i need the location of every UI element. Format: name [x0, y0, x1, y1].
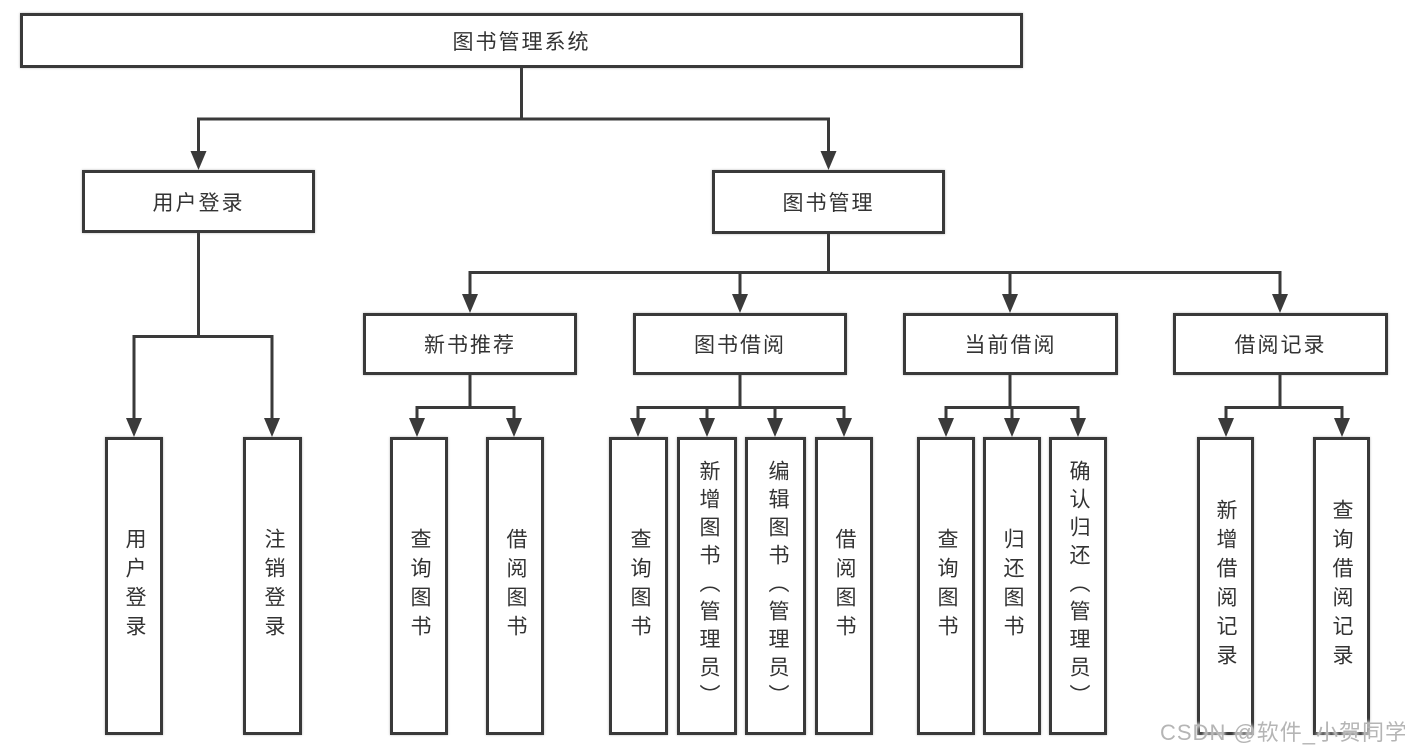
leaf-query-books-borrow: 查询图书: [609, 437, 668, 735]
leaf-query-books-recommend: 查询图书: [390, 437, 448, 735]
arrowhead: [1002, 294, 1018, 313]
leaf-query-books-current: 查询图书: [917, 437, 975, 735]
arrowhead: [699, 418, 715, 437]
arrowhead: [462, 294, 478, 313]
node-new-book-recommend: 新书推荐: [363, 313, 577, 375]
arrowhead: [1334, 418, 1350, 437]
leaf-user-login: 用户登录: [105, 437, 163, 735]
leaf-borrow-books-recommend: 借阅图书: [486, 437, 544, 735]
leaf-logout-login: 注销登录: [243, 437, 302, 735]
node-borrow-records: 借阅记录: [1173, 313, 1388, 375]
node-root-system: 图书管理系统: [20, 13, 1023, 68]
node-book-borrow: 图书借阅: [633, 313, 847, 375]
node-book-management: 图书管理: [712, 170, 945, 234]
connector-new-book: [415, 375, 516, 420]
leaf-edit-books-admin: 编辑图书（管理员）: [745, 437, 806, 735]
node-current-borrow: 当前借阅: [903, 313, 1118, 375]
leaf-add-borrow-record: 新增借阅记录: [1197, 437, 1254, 735]
arrowhead: [836, 418, 852, 437]
connector-current-borrow: [944, 375, 1080, 420]
leaf-confirm-return-admin: 确认归还（管理员）: [1049, 437, 1107, 735]
connector-book-borrow: [636, 375, 846, 420]
leaf-borrow-books: 借阅图书: [815, 437, 873, 735]
arrowhead: [190, 151, 207, 170]
arrowhead: [1070, 418, 1086, 437]
connector-borrow-records: [1224, 375, 1344, 420]
arrowhead: [1218, 418, 1234, 437]
csdn-watermark: CSDN @软件_小贺同学: [1160, 720, 1405, 745]
arrowhead: [820, 151, 837, 170]
leaf-return-books: 归还图书: [983, 437, 1041, 735]
arrowhead: [126, 418, 142, 437]
node-user-login: 用户登录: [82, 170, 315, 233]
connector-root: [197, 68, 830, 153]
leaf-add-books-admin: 新增图书（管理员）: [677, 437, 737, 735]
arrowhead: [938, 418, 954, 437]
arrowhead: [767, 418, 783, 437]
arrowhead: [630, 418, 646, 437]
arrowhead: [409, 418, 425, 437]
connector-book-management: [468, 234, 1282, 296]
arrowhead: [1272, 294, 1288, 313]
arrowhead: [1004, 418, 1020, 437]
arrowhead: [264, 418, 280, 437]
arrowhead: [732, 294, 748, 313]
leaf-query-borrow-record: 查询借阅记录: [1313, 437, 1370, 735]
arrowhead: [506, 418, 522, 437]
connector-user-login: [132, 233, 274, 420]
